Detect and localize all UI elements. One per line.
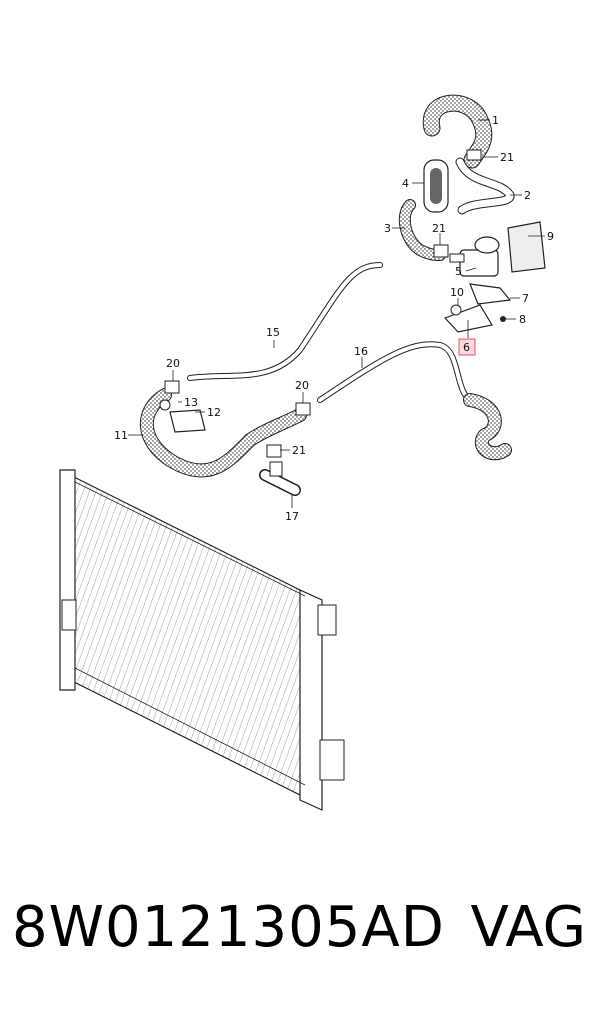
hose-11 — [139, 388, 307, 478]
footer: 8W0121305AD VAG — [0, 895, 600, 995]
brand-label: VAG — [470, 895, 586, 960]
highlight-box-6 — [458, 338, 476, 356]
nut-13 — [159, 399, 171, 411]
callout-17: 17 — [285, 510, 299, 523]
callout-2: 2 — [524, 189, 531, 202]
callout-20-left: 20 — [166, 357, 180, 370]
callout-12: 12 — [207, 406, 221, 419]
hose-16-end — [463, 393, 512, 461]
callout-11: 11 — [114, 429, 128, 442]
part-number: 8W0121305AD — [12, 895, 445, 960]
callout-21-bottom: 21 — [292, 444, 306, 457]
bracket-6 — [443, 304, 493, 333]
callout-3: 3 — [384, 222, 391, 235]
leader-lines — [128, 119, 545, 508]
clamp-20-right — [295, 402, 311, 416]
parts-diagram: 1 2 3 4 5 6 7 8 9 10 11 12 13 15 16 17 2… — [59, 94, 554, 811]
callout-10: 10 — [450, 286, 464, 299]
radiator — [59, 469, 345, 811]
callout-21-top: 21 — [500, 151, 514, 164]
clamp-20-left — [164, 380, 180, 394]
bracket-12 — [169, 409, 206, 433]
callout-1: 1 — [492, 114, 499, 127]
callout-9: 9 — [547, 230, 554, 243]
clamp-21-top — [466, 149, 482, 161]
callout-16: 16 — [354, 345, 368, 358]
hose-1 — [422, 94, 493, 169]
cover-9 — [507, 221, 546, 273]
callout-6: 6 — [463, 341, 470, 354]
pump-5 — [449, 236, 500, 277]
bracket-4 — [423, 159, 449, 213]
clamp-21-mid — [433, 244, 449, 258]
pipe-16 — [317, 341, 473, 403]
callout-15: 15 — [266, 326, 280, 339]
pipe-15 — [187, 262, 383, 381]
callout-13: 13 — [184, 396, 198, 409]
hose-2 — [455, 157, 515, 215]
callout-5: 5 — [455, 265, 462, 278]
bolt-8 — [500, 316, 506, 322]
clamp-21-bottom — [266, 444, 282, 458]
callout-7: 7 — [522, 292, 529, 305]
nut-10 — [450, 304, 462, 316]
callout-4: 4 — [402, 177, 409, 190]
bracket-7 — [469, 283, 512, 305]
callout-21-mid: 21 — [432, 222, 446, 235]
connector-17 — [259, 461, 301, 496]
callout-8: 8 — [519, 313, 526, 326]
callout-20-right: 20 — [295, 379, 309, 392]
